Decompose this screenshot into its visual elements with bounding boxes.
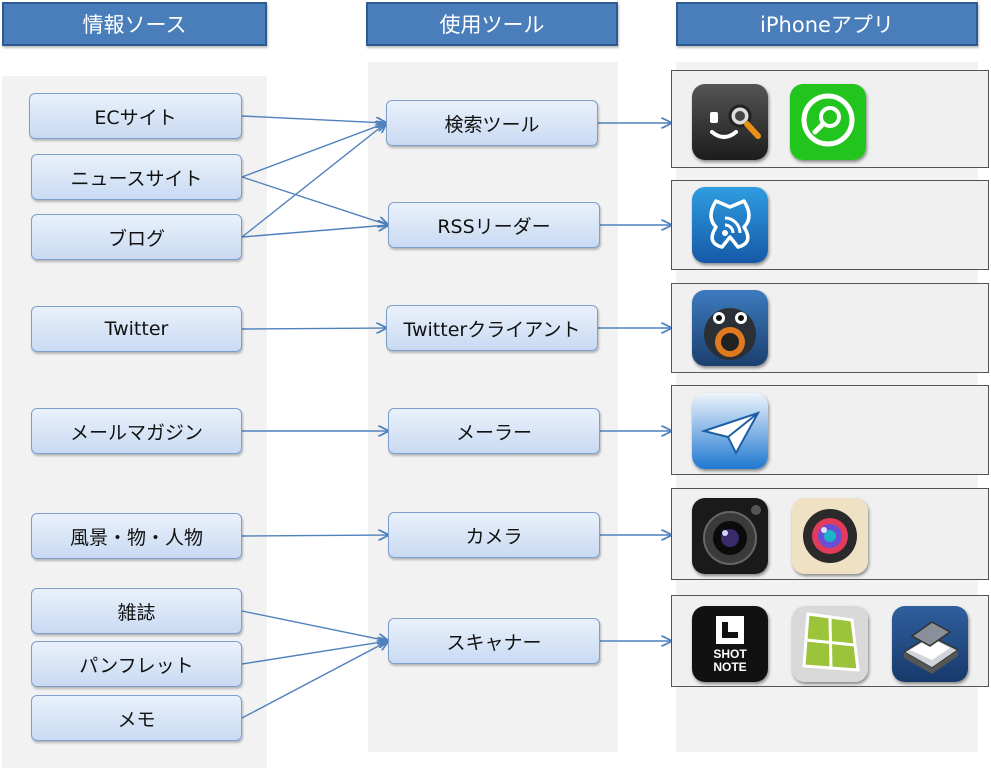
- scanner-app-icon[interactable]: [892, 606, 968, 682]
- arrow-4: [241, 225, 388, 238]
- arrow-10: [241, 641, 388, 719]
- tweetbot-app-icon[interactable]: [692, 290, 768, 366]
- source-blog: ブログ: [31, 214, 242, 260]
- arrow-2: [241, 176, 388, 225]
- tool-search: 検索ツール: [386, 100, 598, 146]
- source-twitter: Twitter: [31, 306, 242, 352]
- arrow-7: [241, 535, 388, 536]
- arrow-5: [241, 328, 386, 329]
- tool-camera: カメラ: [388, 512, 600, 558]
- shot-note-label-1: SHOT: [713, 647, 747, 661]
- source-news-site: ニュースサイト: [31, 154, 242, 200]
- arrow-1: [241, 123, 386, 178]
- arrow-8: [241, 610, 388, 641]
- source-memo: メモ: [31, 695, 242, 741]
- tool-rss-reader: RSSリーダー: [388, 202, 600, 248]
- butterfly-rss-app-icon[interactable]: [692, 187, 768, 263]
- face-magnifier-app-icon[interactable]: [692, 84, 768, 160]
- shot-note-app-icon[interactable]: SHOT NOTE: [692, 606, 768, 682]
- arrow-0: [241, 115, 386, 123]
- apps-header: iPhoneアプリ: [676, 2, 978, 46]
- arrow-3: [241, 123, 386, 238]
- perspective-map-app-icon[interactable]: [792, 606, 868, 682]
- paper-plane-mail-app-icon[interactable]: [692, 393, 768, 469]
- source-magazine: 雑誌: [31, 588, 242, 634]
- source-ec-site: ECサイト: [29, 93, 242, 139]
- tool-twitter-client: Twitterクライアント: [386, 305, 598, 351]
- tool-scanner: スキャナー: [388, 618, 600, 664]
- tools-header: 使用ツール: [366, 2, 618, 46]
- color-lens-camera-app-icon[interactable]: [792, 498, 868, 574]
- sources-header: 情報ソース: [2, 2, 267, 46]
- arrow-9: [241, 641, 388, 665]
- green-magnifier-app-icon[interactable]: [790, 84, 866, 160]
- tool-mailer: メーラー: [388, 408, 600, 454]
- source-scenery: 風景・物・人物: [31, 513, 242, 559]
- camera-lens-app-icon[interactable]: [692, 498, 768, 574]
- source-mail-magazine: メールマガジン: [31, 408, 242, 454]
- source-pamphlet: パンフレット: [31, 641, 242, 687]
- shot-note-label-2: NOTE: [713, 660, 746, 674]
